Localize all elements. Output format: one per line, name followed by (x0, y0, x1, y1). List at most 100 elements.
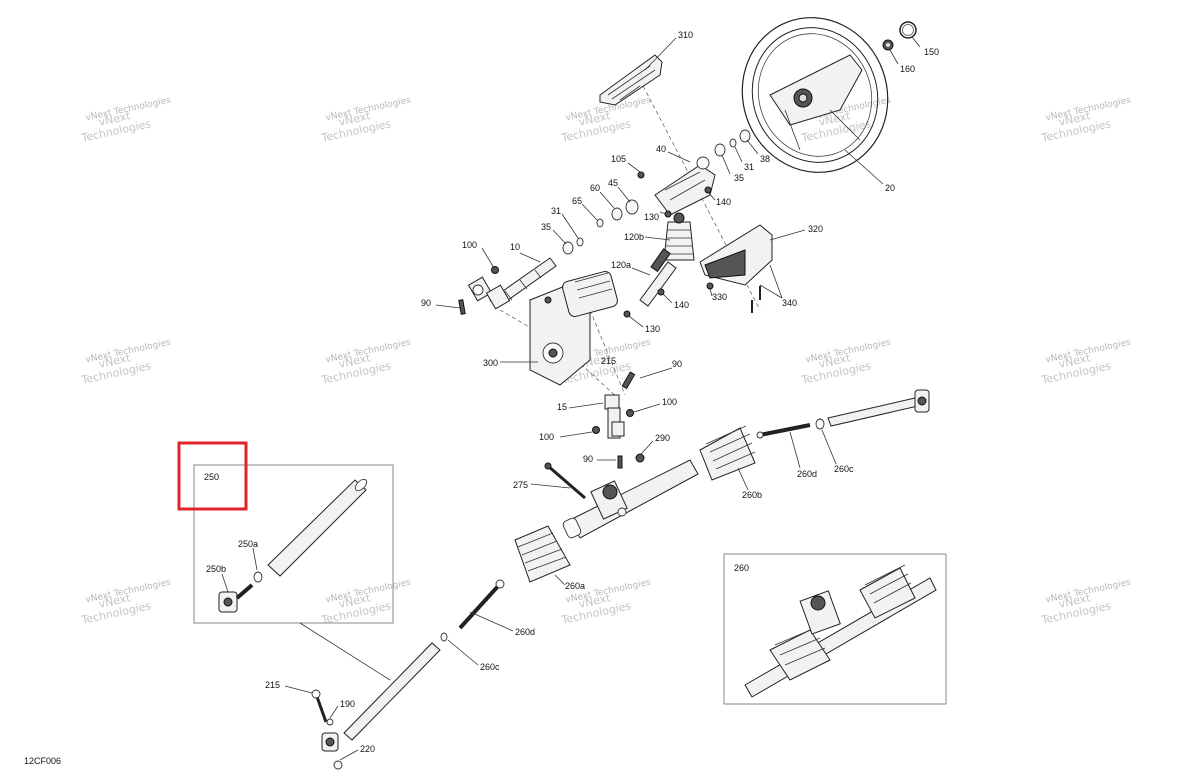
callout-140-upper: 140 (716, 197, 731, 207)
boot-260a[interactable] (514, 525, 571, 583)
bushing-45[interactable] (625, 199, 639, 215)
jam-nut-250a[interactable] (253, 571, 263, 583)
callout-labels: 310 150 160 20 38 31 35 40 105 60 45 65 … (204, 30, 939, 754)
tie-rod-end-250b[interactable] (218, 583, 254, 613)
callout-250a: 250a (238, 539, 258, 549)
bolt-140-upper[interactable] (704, 186, 712, 194)
callout-100-lower: 100 (539, 432, 554, 442)
callout-90-lower: 90 (583, 454, 593, 464)
watermark: vNext Technologies vNext Technologies (799, 338, 892, 387)
bolt-275[interactable] (544, 462, 586, 500)
callout-38: 38 (760, 154, 770, 164)
callout-215-lower: 215 (265, 680, 280, 690)
bushing-35-upper[interactable] (714, 143, 726, 157)
bolt-90-mid[interactable] (621, 371, 636, 390)
axis-line (589, 309, 626, 396)
callout-65: 65 (572, 196, 582, 206)
callout-220: 220 (360, 744, 375, 754)
watermark: vNext Technologies vNext Technologies (1039, 338, 1132, 387)
nut-220[interactable] (333, 760, 343, 770)
callout-100-upper: 100 (462, 240, 477, 250)
bolt-90-upper[interactable] (458, 299, 466, 315)
bolt-105[interactable] (637, 171, 645, 179)
watermark: vNext Technologies vNext Technologies (79, 96, 172, 145)
callout-190: 190 (340, 699, 355, 709)
boot-260b[interactable] (699, 425, 756, 481)
callout-140-lower: 140 (674, 300, 689, 310)
callout-260b: 260b (742, 490, 762, 500)
callout-260d-right: 260d (797, 469, 817, 479)
callout-10: 10 (510, 242, 520, 252)
tie-rod-sleeve-250[interactable] (267, 477, 369, 577)
power-steering-unit-300[interactable] (529, 270, 619, 386)
callout-330: 330 (712, 292, 727, 302)
callout-150: 150 (924, 47, 939, 57)
nut-160[interactable] (882, 39, 894, 51)
washer-31-lower[interactable] (576, 237, 584, 247)
callout-31-upper: 31 (744, 162, 754, 172)
bolt-215-lower[interactable] (311, 689, 328, 723)
callout-250: 250 (204, 472, 219, 482)
callout-215-upper: 215 (601, 356, 616, 366)
jam-nut-260c-left[interactable] (440, 632, 448, 642)
nut-100-lower[interactable] (592, 426, 600, 434)
callout-310: 310 (678, 30, 693, 40)
inner-tie-rod-260d-right[interactable] (756, 423, 811, 439)
universal-joint-upper[interactable] (467, 276, 511, 310)
bushing-60[interactable] (611, 207, 623, 221)
callout-35-lower: 35 (541, 222, 551, 232)
rack-assembly-260[interactable] (744, 564, 937, 698)
jam-nut-260c-right[interactable] (815, 418, 825, 430)
callout-60: 60 (590, 183, 600, 193)
steering-cover-310[interactable] (599, 54, 663, 106)
callout-130-lower: 130 (645, 324, 660, 334)
bolt-130-lower[interactable] (623, 310, 631, 318)
nut-100-mid[interactable] (626, 409, 634, 417)
callout-105: 105 (611, 154, 626, 164)
inner-tie-rod-260d-left[interactable] (458, 579, 505, 630)
washer-38[interactable] (739, 129, 751, 143)
steering-wheel-20[interactable] (721, 0, 910, 193)
watermark: vNext Technologies vNext Technologies (1039, 578, 1132, 627)
bushing-35-lower[interactable] (562, 241, 574, 255)
washer-65[interactable] (596, 218, 604, 228)
boot-120b[interactable] (663, 212, 695, 261)
callout-340: 340 (782, 298, 797, 308)
nut-100-upper[interactable] (491, 266, 499, 274)
watermark: vNext Technologies vNext Technologies (1039, 96, 1132, 145)
callout-45: 45 (608, 178, 618, 188)
callout-120b: 120b (624, 232, 644, 242)
retaining-ring-150[interactable] (899, 21, 917, 39)
callout-275: 275 (513, 480, 528, 490)
callout-260d-left: 260d (515, 627, 535, 637)
callout-35-upper: 35 (734, 173, 744, 183)
watermark: vNext Technologies vNext Technologies (79, 578, 172, 627)
bolt-90-lower[interactable] (617, 455, 623, 469)
callout-31-lower: 31 (551, 206, 561, 216)
bolt-330[interactable] (706, 282, 714, 290)
bolt-290[interactable] (635, 453, 645, 463)
tilt-strut-120a[interactable] (639, 248, 677, 307)
watermark: vNext Technologies vNext Technologies (319, 96, 412, 145)
washer-190[interactable] (326, 718, 334, 726)
steering-rack[interactable] (562, 459, 699, 539)
callout-20: 20 (885, 183, 895, 193)
callout-120a: 120a (611, 260, 631, 270)
callout-250b: 250b (206, 564, 226, 574)
detail-box-260 (723, 553, 947, 705)
universal-joint-15[interactable] (604, 394, 625, 439)
highlight-box (177, 441, 248, 511)
callout-90-mid: 90 (672, 359, 682, 369)
watermark: vNext Technologies vNext Technologies (79, 338, 172, 387)
watermark: vNext Technologies vNext Technologies (319, 338, 412, 387)
column-cover-320[interactable] (699, 224, 773, 286)
callout-90-upper: 90 (421, 298, 431, 308)
watermark: vNext Technologies vNext Technologies (319, 578, 412, 627)
callout-100-mid: 100 (662, 397, 677, 407)
outer-tie-rod-right[interactable] (827, 389, 930, 427)
outer-tie-rod-left[interactable] (321, 642, 441, 752)
callout-290: 290 (655, 433, 670, 443)
callout-260c-right: 260c (834, 464, 854, 474)
washer-31-upper[interactable] (729, 138, 737, 148)
bolt-140-lower[interactable] (657, 288, 665, 296)
